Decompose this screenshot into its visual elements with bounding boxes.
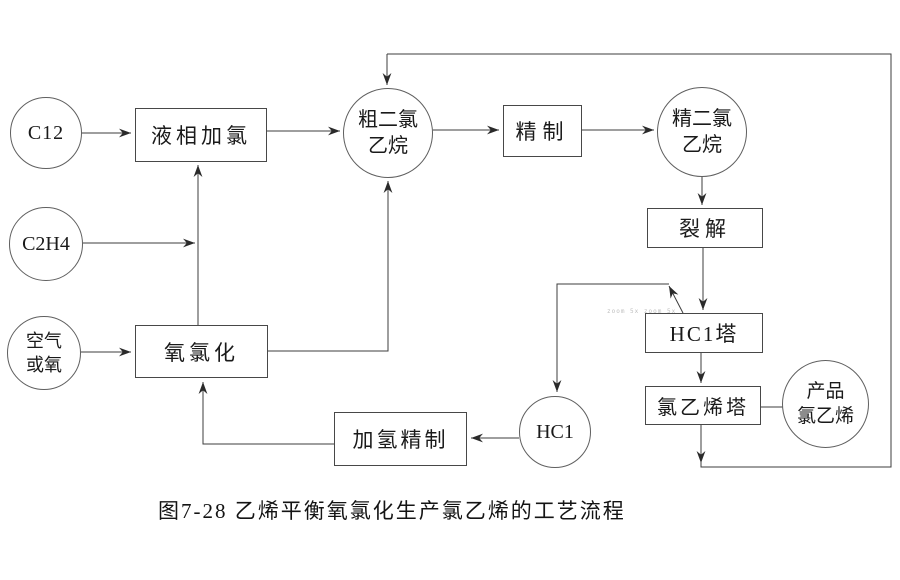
edge-hcl-tower-to-hcl bbox=[552, 283, 669, 392]
node-refining: 精制 bbox=[503, 105, 582, 157]
node-product-label-line1: 产品 bbox=[806, 381, 845, 402]
node-crude-dichloroethane: 粗二氯 乙烷 bbox=[343, 88, 433, 178]
edge-hcl-tower-offgas-diagonal bbox=[668, 285, 684, 314]
node-refined-dichloroethane-label-line1: 精二氯 bbox=[672, 108, 732, 130]
node-refined-dichloroethane-label-line2: 乙烷 bbox=[682, 134, 722, 156]
node-hcl-tower: HC1塔 bbox=[645, 313, 763, 353]
node-hcl-tower-label: HC1塔 bbox=[669, 322, 739, 346]
node-hcl: HC1 bbox=[519, 396, 591, 468]
node-refined-dichloroethane: 精二氯 乙烷 bbox=[657, 87, 747, 177]
node-crude-dichloroethane-label-line2: 乙烷 bbox=[368, 135, 408, 157]
figure-caption: 图7-28 乙烯平衡氧氯化生产氯乙烯的工艺流程 bbox=[158, 499, 626, 523]
scan-artifact-text: zoom 5x zoom 5x bbox=[607, 308, 677, 315]
node-liquid-phase-chlorination: 液相加氯 bbox=[135, 108, 267, 162]
node-vinyl-chloride-tower-label: 氯乙烯塔 bbox=[657, 397, 749, 419]
node-c2h4: C2H4 bbox=[9, 207, 83, 281]
node-oxychlorination-label: 氧氯化 bbox=[164, 340, 239, 365]
edge-hydro-refining-to-oxychlorination bbox=[198, 382, 334, 445]
node-cl2: C12 bbox=[10, 97, 82, 169]
node-refining-label: 精制 bbox=[515, 120, 570, 144]
node-vinyl-chloride-tower: 氯乙烯塔 bbox=[645, 386, 761, 425]
node-product-label-line2: 氯乙烯 bbox=[796, 406, 854, 427]
node-hydro-refining-label: 加氢精制 bbox=[352, 428, 449, 452]
edge-recycle-loop bbox=[387, 53, 892, 468]
node-hcl-label: HC1 bbox=[536, 420, 574, 443]
node-c2h4-label: C2H4 bbox=[22, 232, 70, 255]
node-hydro-refining: 加氢精制 bbox=[334, 412, 467, 466]
node-cracking-label: 裂解 bbox=[679, 217, 731, 241]
node-liquid-phase-chlorination-label: 液相加氯 bbox=[151, 124, 251, 148]
node-air-label-line1: 空气 bbox=[26, 331, 62, 351]
node-cl2-label: C12 bbox=[27, 121, 65, 144]
node-oxychlorination: 氧氯化 bbox=[135, 325, 268, 378]
node-air-label-line2: 或氧 bbox=[26, 355, 62, 375]
node-cracking: 裂解 bbox=[647, 208, 763, 248]
edge-oxychlorination-to-crude-edc bbox=[268, 181, 393, 352]
node-crude-dichloroethane-label-line1: 粗二氯 bbox=[358, 109, 418, 131]
node-product-vinyl-chloride: 产品 氯乙烯 bbox=[782, 360, 869, 448]
node-air-or-oxygen: 空气 或氧 bbox=[7, 316, 81, 390]
